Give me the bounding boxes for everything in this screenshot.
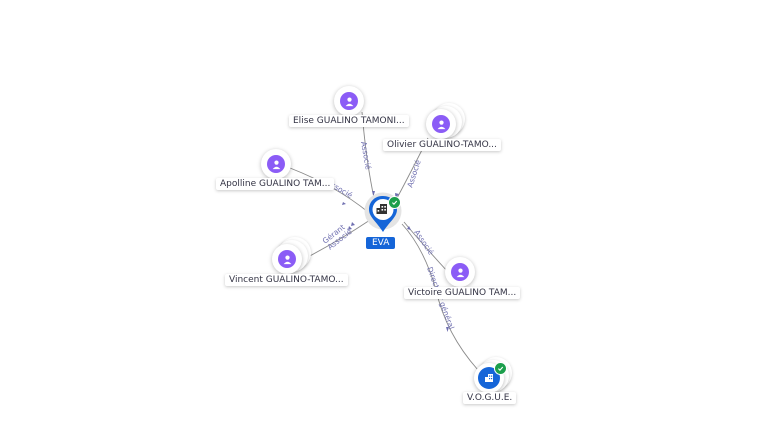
node-olivier-circle[interactable]: [426, 109, 456, 139]
check-icon: [494, 362, 507, 375]
arrow-vincent-2: [351, 222, 355, 226]
edge-apolline: [289, 167, 369, 213]
person-icon: [278, 250, 296, 268]
node-elise-label[interactable]: Elise GUALINO TAMONI...: [289, 115, 409, 127]
edge-label-olivier: Associé: [405, 159, 422, 189]
node-apolline-label[interactable]: Apolline GUALINO TAM...: [216, 178, 335, 190]
node-victoire-circle[interactable]: [445, 257, 475, 287]
node-center-label[interactable]: EVA: [366, 237, 396, 249]
edge-label-elise: Associé: [359, 141, 373, 171]
node-vincent-label[interactable]: Vincent GUALINO-TAMO...: [225, 274, 348, 286]
arrow-elise: [372, 191, 375, 196]
person-icon: [432, 115, 450, 133]
node-apolline-circle[interactable]: [261, 149, 291, 179]
node-vogue-label[interactable]: V.O.G.U.E.: [463, 392, 517, 404]
arrow-apolline: [342, 202, 346, 205]
node-elise-circle[interactable]: [334, 86, 364, 116]
node-vincent-circle[interactable]: [272, 244, 302, 274]
edge-victoire: [403, 221, 449, 273]
arrow-vogue: [446, 327, 449, 332]
arrow-victoire: [407, 226, 411, 230]
company-icon: [376, 204, 387, 214]
person-icon: [267, 155, 285, 173]
node-olivier-label[interactable]: Olivier GUALINO-TAMO...: [383, 139, 501, 151]
person-icon: [451, 263, 469, 281]
person-icon: [340, 92, 358, 110]
edge-vincent: [305, 219, 371, 259]
node-victoire-label[interactable]: Victoire GUALINO TAM...: [404, 287, 521, 299]
check-icon: [388, 196, 401, 209]
arrow-vincent-1: [348, 226, 352, 230]
